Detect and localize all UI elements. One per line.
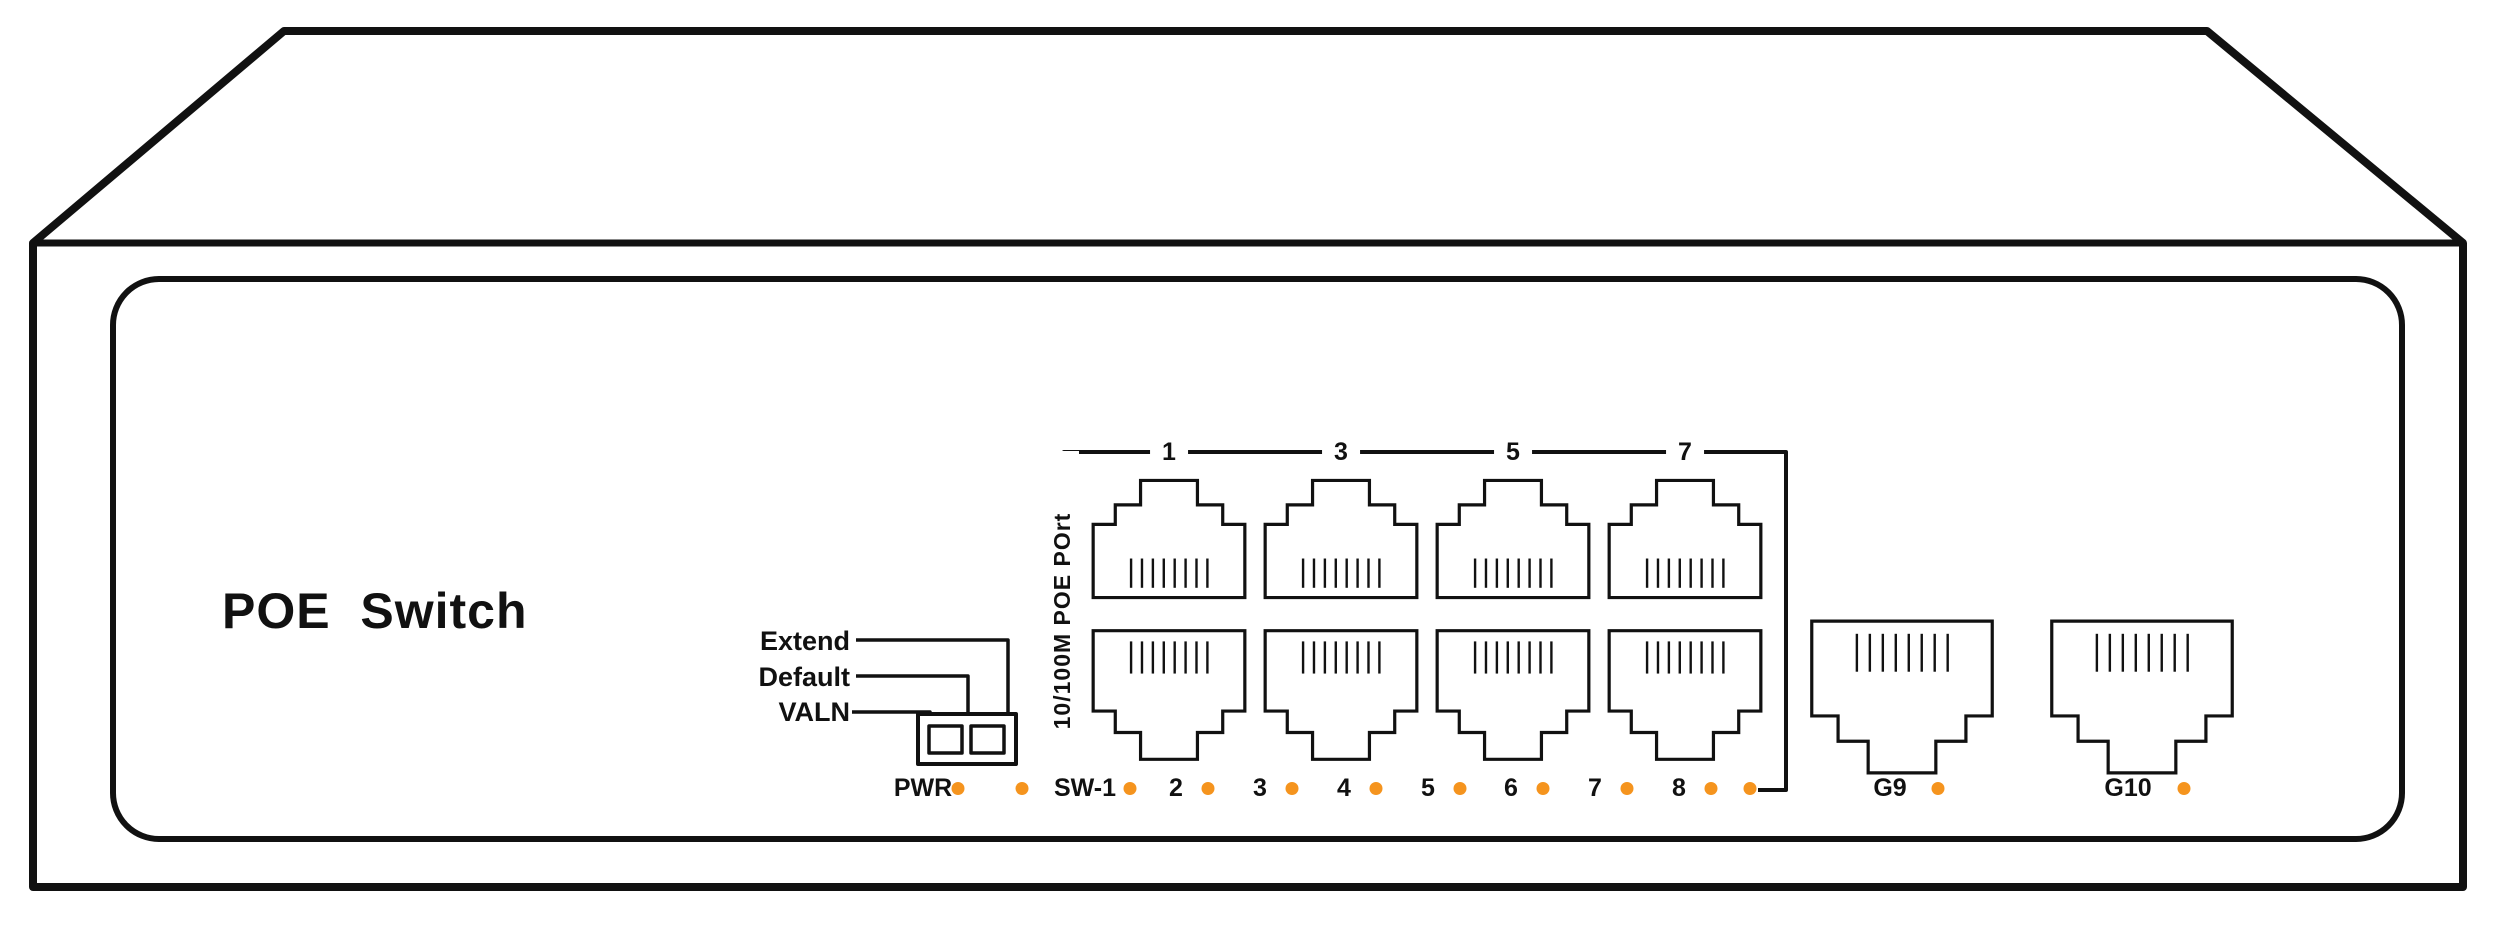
led-label-4: 4: [1337, 774, 1351, 802]
led-indicator: [1123, 782, 1137, 795]
led-label-3: 3: [1253, 774, 1267, 802]
uplink-port-g9: [1808, 618, 1996, 776]
led-indicator: [1369, 782, 1383, 795]
led-label-sw-1: SW-1: [1054, 774, 1116, 802]
poe-port-1: [1090, 478, 1248, 600]
led-indicator: [1201, 782, 1215, 795]
dip-switch-toggle-2: [969, 724, 1006, 755]
led-label-5: 5: [1421, 774, 1435, 802]
poe-port-2: [1090, 628, 1248, 762]
port-number-5: 5: [1494, 436, 1532, 468]
port-number-3: 3: [1322, 436, 1360, 468]
front-panel: [110, 276, 2405, 842]
dip-label-default: Default: [758, 662, 850, 692]
led-indicator: [1453, 782, 1467, 795]
led-indicator: [1536, 782, 1550, 795]
uplink-port-g10: [2048, 618, 2236, 776]
poe-port-7: [1606, 478, 1764, 600]
uplink-label-g9: G9: [1873, 774, 1907, 802]
led-indicator: [1285, 782, 1299, 795]
led-indicator: [1743, 782, 1757, 795]
poe-port-5: [1434, 478, 1592, 600]
uplink-label-g10: G10: [2104, 774, 2152, 802]
port-number-1: 1: [1150, 436, 1188, 468]
led-label-8: 8: [1672, 774, 1686, 802]
led-label-7: 7: [1588, 774, 1602, 802]
led-indicator: [1704, 782, 1718, 795]
led-indicator: [2177, 782, 2191, 795]
led-indicator: [1015, 782, 1029, 795]
led-indicator: [951, 782, 965, 795]
poe-port-group-label: 10/100M POE POrt: [1045, 451, 1079, 791]
led-label-pwr: PWR: [893, 774, 953, 802]
device-title: POE Switch: [222, 583, 528, 639]
led-indicator: [1931, 782, 1945, 795]
port-number-7: 7: [1666, 436, 1704, 468]
led-label-6: 6: [1504, 774, 1518, 802]
led-indicator: [1620, 782, 1634, 795]
dip-label-vlan: VALN: [778, 697, 851, 727]
dip-label-extend: Extend: [759, 626, 850, 656]
poe-port-8: [1606, 628, 1764, 762]
poe-port-4: [1262, 628, 1420, 762]
led-label-2: 2: [1169, 774, 1183, 802]
poe-port-3: [1262, 478, 1420, 600]
poe-port-6: [1434, 628, 1592, 762]
dip-switch-toggle-1: [927, 724, 964, 755]
